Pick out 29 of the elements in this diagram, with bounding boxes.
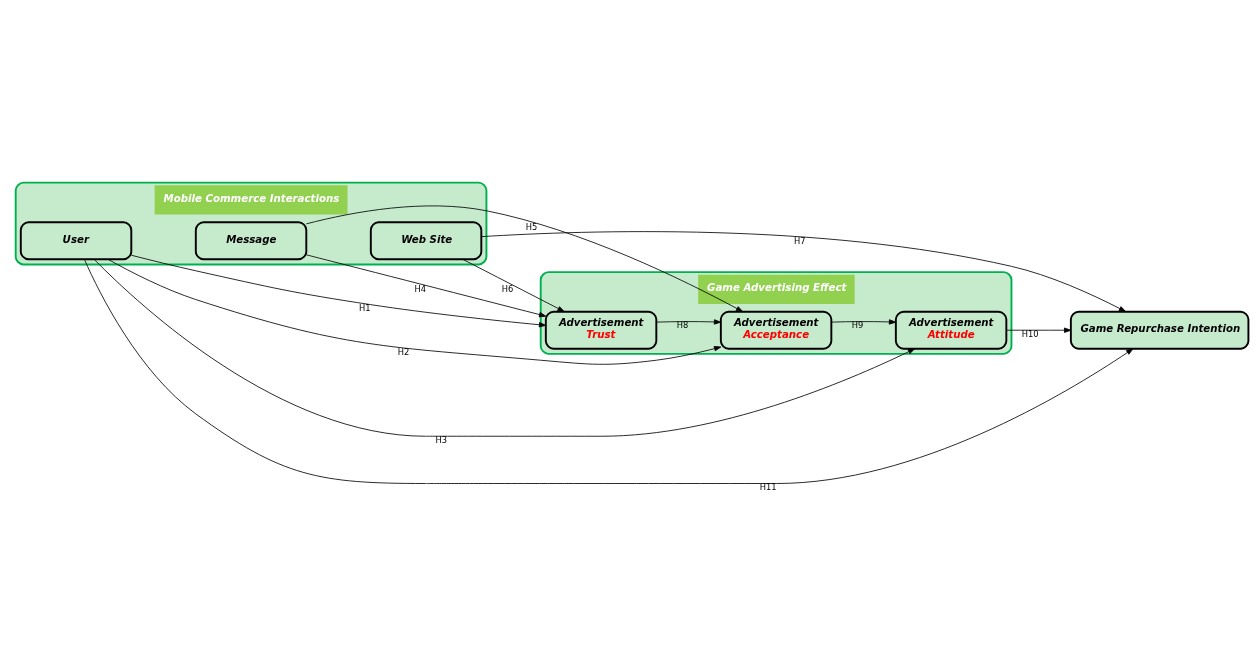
node-box: Web Site: [369, 221, 483, 261]
node-box: Advertisement Acceptance: [719, 310, 833, 350]
edge-label: H10: [1021, 328, 1039, 339]
edge-label: H5: [525, 222, 538, 233]
arrow: [462, 258, 565, 312]
arrow: [831, 319, 897, 325]
edge-label: H8: [676, 320, 689, 331]
edge-label: H7: [794, 235, 806, 246]
node-box: User: [19, 221, 133, 261]
edge-label: H3: [435, 434, 448, 445]
arrow: [481, 231, 1127, 312]
edge-label: H1: [358, 303, 371, 314]
arrow: [305, 254, 547, 318]
node-box: Advertisement Attitude: [894, 310, 1008, 350]
arrow: [305, 205, 744, 313]
edge-label: H2: [397, 347, 410, 358]
edge-label: H4: [414, 284, 426, 295]
arrow: [84, 259, 1134, 484]
edge-label: H6: [501, 284, 514, 295]
node-box: Advertisement Trust: [544, 310, 658, 350]
edge-label: H11: [759, 482, 777, 493]
edge-label: H9: [851, 320, 864, 331]
node-box: Message: [194, 221, 308, 261]
node-box: Game Repurchase Intention: [1069, 310, 1250, 350]
arrow: [1006, 327, 1072, 333]
arrow: [130, 254, 547, 328]
arrow: [107, 259, 722, 365]
arrow: [93, 258, 916, 437]
arrow: [656, 319, 722, 325]
